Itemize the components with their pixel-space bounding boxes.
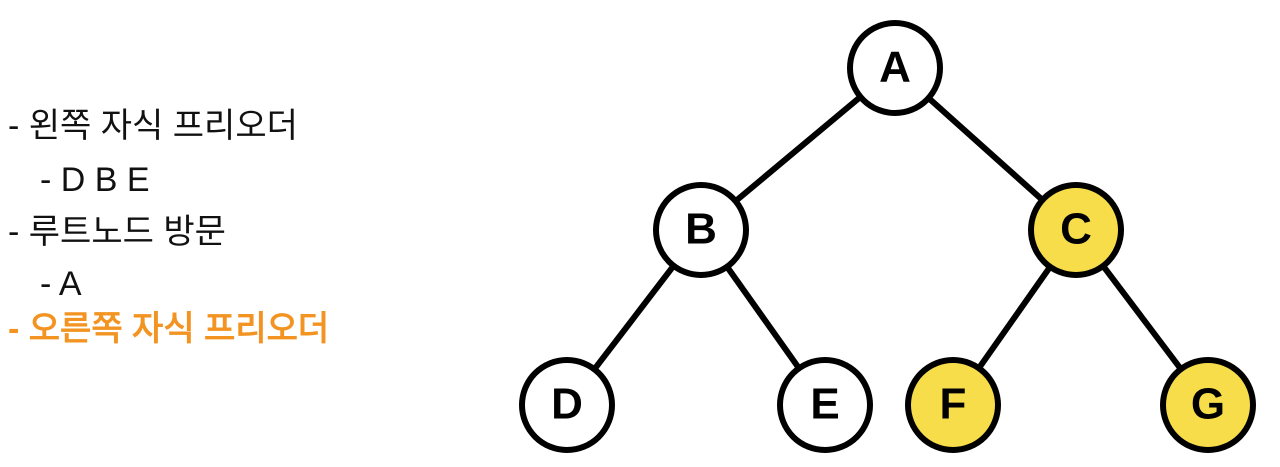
- node-circle: [1028, 182, 1124, 278]
- node-f: F: [905, 357, 1001, 453]
- node-circle: [847, 20, 943, 116]
- node-c: C: [1028, 182, 1124, 278]
- node-circle: [1160, 357, 1256, 453]
- node-b: B: [653, 182, 749, 278]
- note-left-result: - D B E: [40, 161, 150, 199]
- node-label: E: [810, 380, 839, 429]
- note-root-result: - A: [40, 265, 82, 303]
- node-d: D: [519, 357, 615, 453]
- node-label: C: [1060, 205, 1092, 254]
- node-label: A: [879, 43, 911, 92]
- note-left-preorder: - 왼쪽 자식 프리오더: [8, 107, 298, 145]
- node-e: E: [777, 357, 873, 453]
- note-root-visit: - 루트노드 방문: [8, 213, 226, 251]
- note-right-preorder: - 오른쪽 자식 프리오더: [8, 310, 330, 348]
- node-circle: [777, 357, 873, 453]
- node-label: D: [551, 380, 583, 429]
- node-circle: [653, 182, 749, 278]
- tree-nodes: A B C D E F G: [519, 20, 1256, 453]
- node-label: B: [685, 205, 717, 254]
- node-label: F: [940, 380, 967, 429]
- node-label: G: [1191, 380, 1225, 429]
- node-a: A: [847, 20, 943, 116]
- node-g: G: [1160, 357, 1256, 453]
- node-circle: [905, 357, 1001, 453]
- preorder-notes: - 왼쪽 자식 프리오더 - D B E - 루트노드 방문 - A - 오른쪽…: [8, 0, 488, 467]
- node-circle: [519, 357, 615, 453]
